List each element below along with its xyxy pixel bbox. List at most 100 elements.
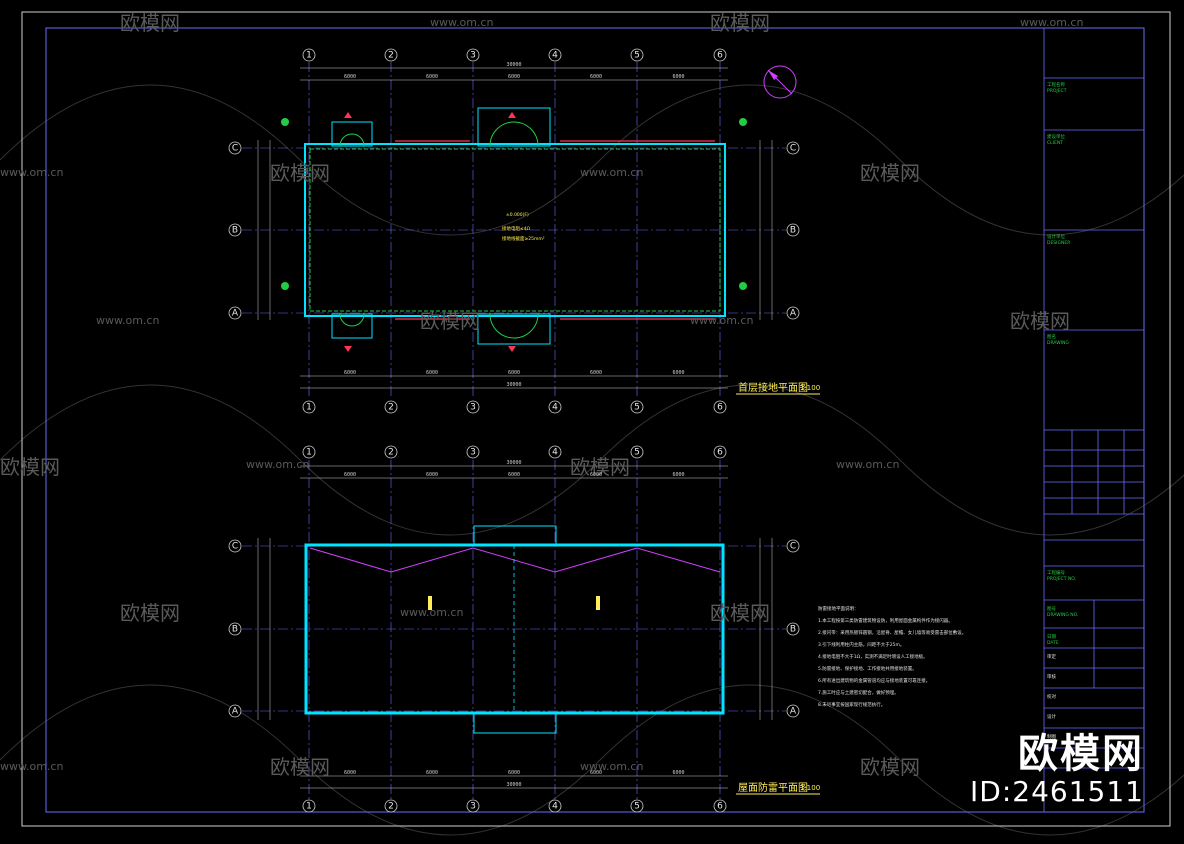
watermark-site: www.om.cn — [580, 760, 643, 773]
axis-bubble-1-circle — [302, 400, 316, 414]
dimension-label: 6000 — [344, 74, 356, 80]
title-block-label: 日期 — [1047, 634, 1056, 640]
axis-bubble-4-circle — [548, 799, 562, 813]
plan-top-center-text: 接地电阻≤4Ω — [502, 225, 531, 232]
axis-bubble-3-circle — [466, 799, 480, 813]
axis-bubble-5: 5 — [634, 448, 640, 458]
dimension-label: 6000 — [672, 370, 684, 376]
axis-bubble-5: 5 — [634, 802, 640, 812]
axis-bubble-1: 1 — [306, 403, 312, 413]
plan-bottom-scale: 1:100 — [800, 784, 820, 792]
axis-bubble-1: 1 — [306, 51, 312, 61]
brand-badge: 欧模网 ID:2461511 — [970, 732, 1144, 808]
axis-bubble-3: 3 — [470, 403, 476, 413]
axis-bubble-3-circle — [466, 400, 480, 414]
axis-bubble-A: A — [790, 707, 797, 717]
axis-bubble-1: 1 — [306, 448, 312, 458]
title-block-label: 设计单位 — [1047, 233, 1065, 240]
watermark-site: www.om.cn — [0, 760, 63, 773]
dimension-label: 6000 — [590, 472, 602, 478]
axis-bubble-B-circle — [228, 622, 242, 636]
brand-id: ID:2461511 — [970, 775, 1144, 808]
axis-bubble-3: 3 — [470, 802, 476, 812]
plan-top — [242, 62, 797, 398]
axis-bubble-6: 6 — [717, 448, 723, 458]
plan-top-dimension-labels: 3000030000600060006000600060006000600060… — [344, 62, 685, 388]
title-block-label: 图号 — [1047, 606, 1056, 612]
watermark-brand: 欧模网 — [710, 11, 770, 35]
axis-bubble-5-circle — [630, 400, 644, 414]
watermark-brand: 欧模网 — [1010, 309, 1070, 333]
axis-bubble-B: B — [232, 226, 238, 236]
axis-bubble-2-circle — [384, 445, 398, 459]
axis-bubble-4: 4 — [552, 51, 558, 61]
dimension-label: 6000 — [426, 472, 438, 478]
watermark-brand: 欧模网 — [120, 11, 180, 35]
title-block-label: 审定 — [1047, 653, 1056, 660]
north-arrow-icon — [763, 65, 797, 99]
axis-bubble-C: C — [232, 542, 238, 552]
dimension-label: 30000 — [506, 460, 521, 466]
dimension-label: 30000 — [506, 782, 521, 788]
plan-bottom-title: 屋面防雷平面图 — [738, 781, 808, 794]
watermark-brand: 欧模网 — [570, 455, 630, 479]
watermark-brand: 欧模网 — [710, 601, 770, 625]
title-block-label: DESIGNER — [1047, 240, 1070, 246]
title-block-label: PROJECT NO. — [1047, 576, 1076, 582]
watermark-brand: 欧模网 — [860, 755, 920, 779]
watermark-site: www.om.cn — [246, 458, 309, 471]
axis-bubble-C: C — [790, 542, 796, 552]
plan-top-center-text: 接地线截面≥25mm² — [502, 235, 545, 242]
axis-bubble-5-circle — [630, 799, 644, 813]
axis-bubble-2: 2 — [388, 802, 394, 812]
watermark-site: www.om.cn — [1020, 16, 1083, 29]
dimension-label: 30000 — [506, 382, 521, 388]
axis-bubble-C: C — [232, 144, 238, 154]
title-block-label: 图名 — [1047, 333, 1056, 340]
dimension-label: 6000 — [426, 770, 438, 776]
axis-bubble-A-circle — [786, 306, 800, 320]
plan-bottom — [242, 460, 786, 800]
axis-bubble-6: 6 — [717, 802, 723, 812]
dimension-label: 6000 — [344, 770, 356, 776]
title-block-label: 校对 — [1047, 693, 1056, 700]
note-line: 7.施工时应与土建密切配合，做好预埋。 — [818, 689, 899, 696]
title-block-label: DRAWING NO. — [1047, 612, 1078, 618]
axis-bubble-2-circle — [384, 799, 398, 813]
axis-bubble-A: A — [232, 707, 239, 717]
note-line: 3.引下线利用柱内主筋，间距不大于25m。 — [818, 641, 904, 648]
dimension-label: 6000 — [672, 472, 684, 478]
axis-bubble-2-circle — [384, 400, 398, 414]
plan-top-axis-grid — [242, 62, 786, 398]
note-line: 1.本工程按第三类防雷建筑物设防，利用屋面金属构件作为接闪器。 — [818, 617, 953, 624]
plan-top-wall-outline — [304, 143, 726, 317]
axis-bubble-B: B — [790, 625, 796, 635]
axis-bubble-6-circle — [713, 400, 727, 414]
axis-bubble-A-circle — [228, 306, 242, 320]
axis-bubble-A: A — [790, 309, 797, 319]
plan-top-dimensions — [257, 67, 773, 389]
title-block-label: CLIENT — [1047, 140, 1063, 146]
title-block-label: 审核 — [1047, 673, 1056, 680]
inner-frame — [45, 27, 1145, 813]
note-line: 5.防雷接地、保护接地、工作接地共用接地装置。 — [818, 665, 917, 672]
axis-bubble-4-circle — [548, 400, 562, 414]
notes-title: 防雷接地平面说明： — [818, 605, 859, 612]
dimension-label: 30000 — [506, 62, 521, 68]
note-line: 4.接地电阻不大于1Ω，实测不满足时增设人工接地极。 — [818, 653, 928, 660]
watermark-brand: 欧模网 — [270, 161, 330, 185]
plan-top-ground-markers — [281, 112, 747, 352]
title-block-label: DATE — [1047, 640, 1059, 646]
plan-top-scale: 1:100 — [800, 384, 820, 392]
dimension-label: 6000 — [344, 472, 356, 478]
axis-bubble-3: 3 — [470, 448, 476, 458]
axis-bubble-5-circle — [630, 48, 644, 62]
watermark-site: www.om.cn — [430, 16, 493, 29]
title-block-label: 工程编号 — [1047, 569, 1065, 576]
axis-bubble-1-circle — [302, 445, 316, 459]
axis-bubble-6-circle — [713, 799, 727, 813]
watermark-site: www.om.cn — [400, 606, 463, 619]
